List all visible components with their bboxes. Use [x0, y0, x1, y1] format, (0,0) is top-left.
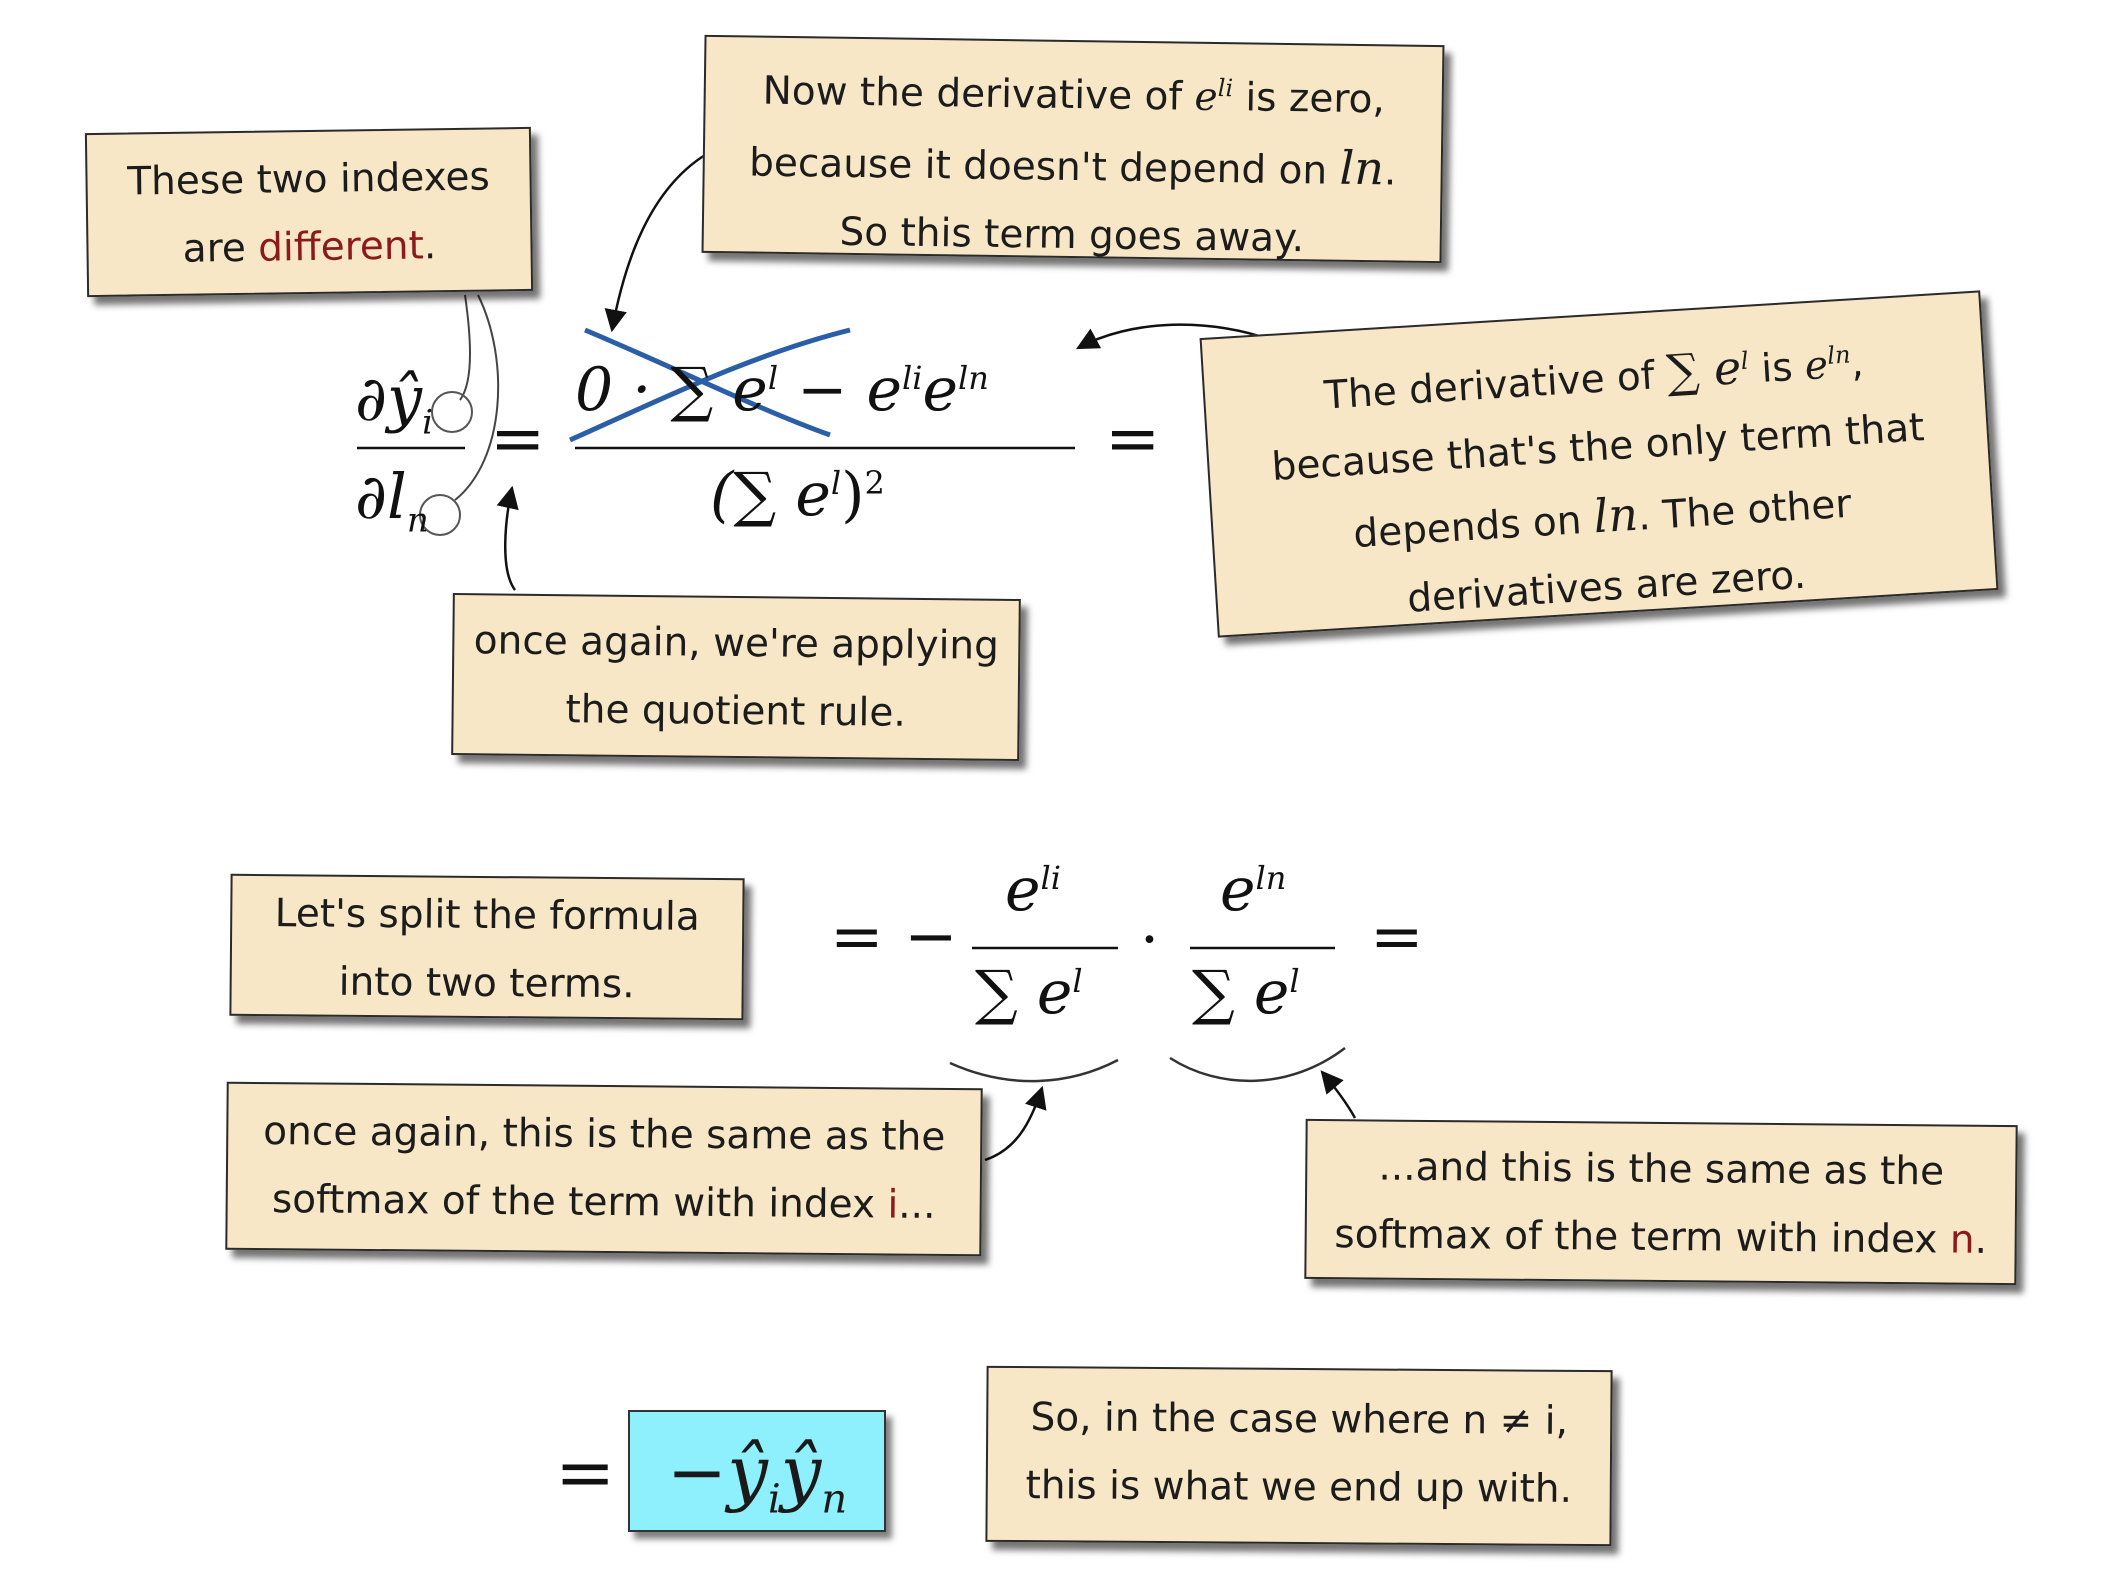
- note-split-formula: Let's split the formula into two terms.: [229, 873, 745, 1021]
- sup-l: l: [830, 464, 842, 502]
- note-line: ...and this is the same as the: [1378, 1144, 1945, 1195]
- math-sup: ln: [1826, 340, 1852, 370]
- note-line: Let's split the formula: [274, 891, 700, 940]
- term-e: e: [1005, 855, 1041, 925]
- term-e: e: [922, 355, 958, 425]
- split-denominator-2: ∑ el: [1192, 958, 1300, 1028]
- split-denominator-1: ∑ el: [975, 958, 1083, 1028]
- note-text: softmax of the term with index: [1334, 1212, 1951, 1263]
- emphasis-index-i: i: [887, 1182, 899, 1228]
- sup-l: l: [1289, 962, 1300, 1000]
- equals-sign-1: =: [490, 400, 546, 477]
- arrow-zero-note: [604, 153, 706, 333]
- subscript-i: i: [422, 402, 433, 443]
- note-line: this is what we end up with.: [1025, 1463, 1573, 1512]
- connector-index-n: [454, 294, 500, 501]
- note-text: is: [1747, 344, 1807, 393]
- note-term-goes-away: Now the derivative of eli is zero, becau…: [701, 34, 1445, 264]
- underline-arc-left: [949, 1058, 1119, 1083]
- note-text: Now the derivative of: [762, 68, 1195, 120]
- partial-l: ∂l: [355, 460, 407, 533]
- note-line: So, in the case where n ≠ i,: [1030, 1395, 1569, 1444]
- arrow-softmax-i: [984, 1085, 1047, 1162]
- sum-e: (∑ e: [710, 460, 831, 530]
- equals-sign-4: =: [555, 1430, 616, 1514]
- note-softmax-i: once again, this is the same as the soft…: [225, 1081, 983, 1257]
- sum-e: ∑ e: [975, 958, 1073, 1028]
- equals-sign-3: =: [1370, 900, 1424, 974]
- split-numerator-2: eln: [1220, 855, 1286, 925]
- result-y-i: −ŷ: [666, 1430, 768, 1514]
- split-numerator-1: eli: [1005, 855, 1061, 925]
- main-numerator: 0 · ∑ el − elieln: [575, 355, 989, 425]
- emphasis-different: different: [257, 223, 425, 271]
- note-softmax-n: ...and this is the same as the softmax o…: [1304, 1118, 2018, 1286]
- sup-l: l: [767, 359, 779, 397]
- close-paren: ): [841, 460, 865, 530]
- note-line: once again, this is the same as the: [263, 1109, 946, 1160]
- main-denominator: (∑ el)2: [710, 460, 885, 530]
- circle-subscript-n: [419, 494, 461, 536]
- note-sum-derivative: The derivative of ∑ el is eln, because t…: [1199, 290, 1999, 638]
- arrow-quotient-note: [496, 485, 519, 591]
- note-text: ,: [1849, 340, 1865, 387]
- note-line: once again, we're applying: [473, 618, 1000, 669]
- arrow-softmax-n: [1320, 1070, 1357, 1119]
- sup-li: li: [901, 359, 923, 397]
- sup-li: li: [1040, 859, 1061, 897]
- note-text: .: [423, 223, 437, 269]
- sup-2: 2: [864, 464, 885, 502]
- note-text: is zero,: [1232, 75, 1386, 123]
- connector-index-i: [459, 294, 471, 401]
- lhs-denominator: ∂ln: [355, 460, 429, 540]
- note-line: the quotient rule.: [565, 687, 906, 736]
- note-text: are: [182, 225, 259, 272]
- note-line: into two terms.: [338, 959, 635, 1008]
- note-result: So, in the case where n ≠ i, this is wha…: [985, 1365, 1613, 1547]
- note-text: The derivative of: [1322, 352, 1669, 419]
- note-text: because it doesn't depend on: [748, 140, 1340, 194]
- note-text: . The other: [1636, 481, 1853, 540]
- sup-ln: ln: [957, 359, 989, 397]
- note-text: .: [1383, 149, 1397, 195]
- cross-out-line-2: [568, 327, 851, 443]
- equals-sign-2: =: [1105, 400, 1161, 477]
- sup-l: l: [1072, 962, 1083, 1000]
- multiply-dot: ·: [1140, 905, 1160, 975]
- note-indexes-different: These two indexes are different.: [84, 126, 534, 298]
- partial-y-hat: ∂ŷ: [355, 362, 423, 435]
- math-e: e: [1194, 74, 1218, 121]
- result-y-n: ŷ: [780, 1430, 822, 1514]
- cross-out-line-1: [584, 327, 831, 438]
- note-text: ...: [898, 1182, 936, 1228]
- term-e: e: [1220, 855, 1256, 925]
- result-highlight: −ŷiŷn: [628, 1410, 886, 1532]
- minus-e: − e: [778, 355, 902, 425]
- note-quotient-rule: once again, we're applying the quotient …: [451, 593, 1021, 761]
- math-ln: ln: [1591, 486, 1640, 544]
- lhs-numerator: ∂ŷi: [355, 362, 433, 442]
- subscript-n: n: [406, 500, 429, 541]
- crossed-term: 0 · ∑ e: [575, 355, 768, 425]
- note-line: So this term goes away.: [839, 209, 1305, 262]
- note-text: .: [1974, 1217, 1988, 1263]
- note-text: softmax of the term with index: [271, 1177, 888, 1228]
- result-sub-n: n: [821, 1476, 848, 1523]
- circle-subscript-i: [431, 391, 473, 433]
- sup-ln: ln: [1255, 859, 1287, 897]
- math-ln: ln: [1339, 140, 1385, 196]
- math-e: e: [1803, 342, 1830, 390]
- note-text: depends on: [1352, 497, 1596, 558]
- math-sum: ∑ e: [1664, 340, 1743, 399]
- underline-arc-right: [1169, 1047, 1346, 1083]
- split-equals-minus: = −: [830, 900, 958, 974]
- note-line: These two indexes: [126, 154, 491, 205]
- sum-e: ∑ e: [1192, 958, 1290, 1028]
- result-sub-i: i: [767, 1476, 781, 1523]
- math-sup: li: [1217, 74, 1234, 103]
- emphasis-index-n: n: [1949, 1217, 1975, 1263]
